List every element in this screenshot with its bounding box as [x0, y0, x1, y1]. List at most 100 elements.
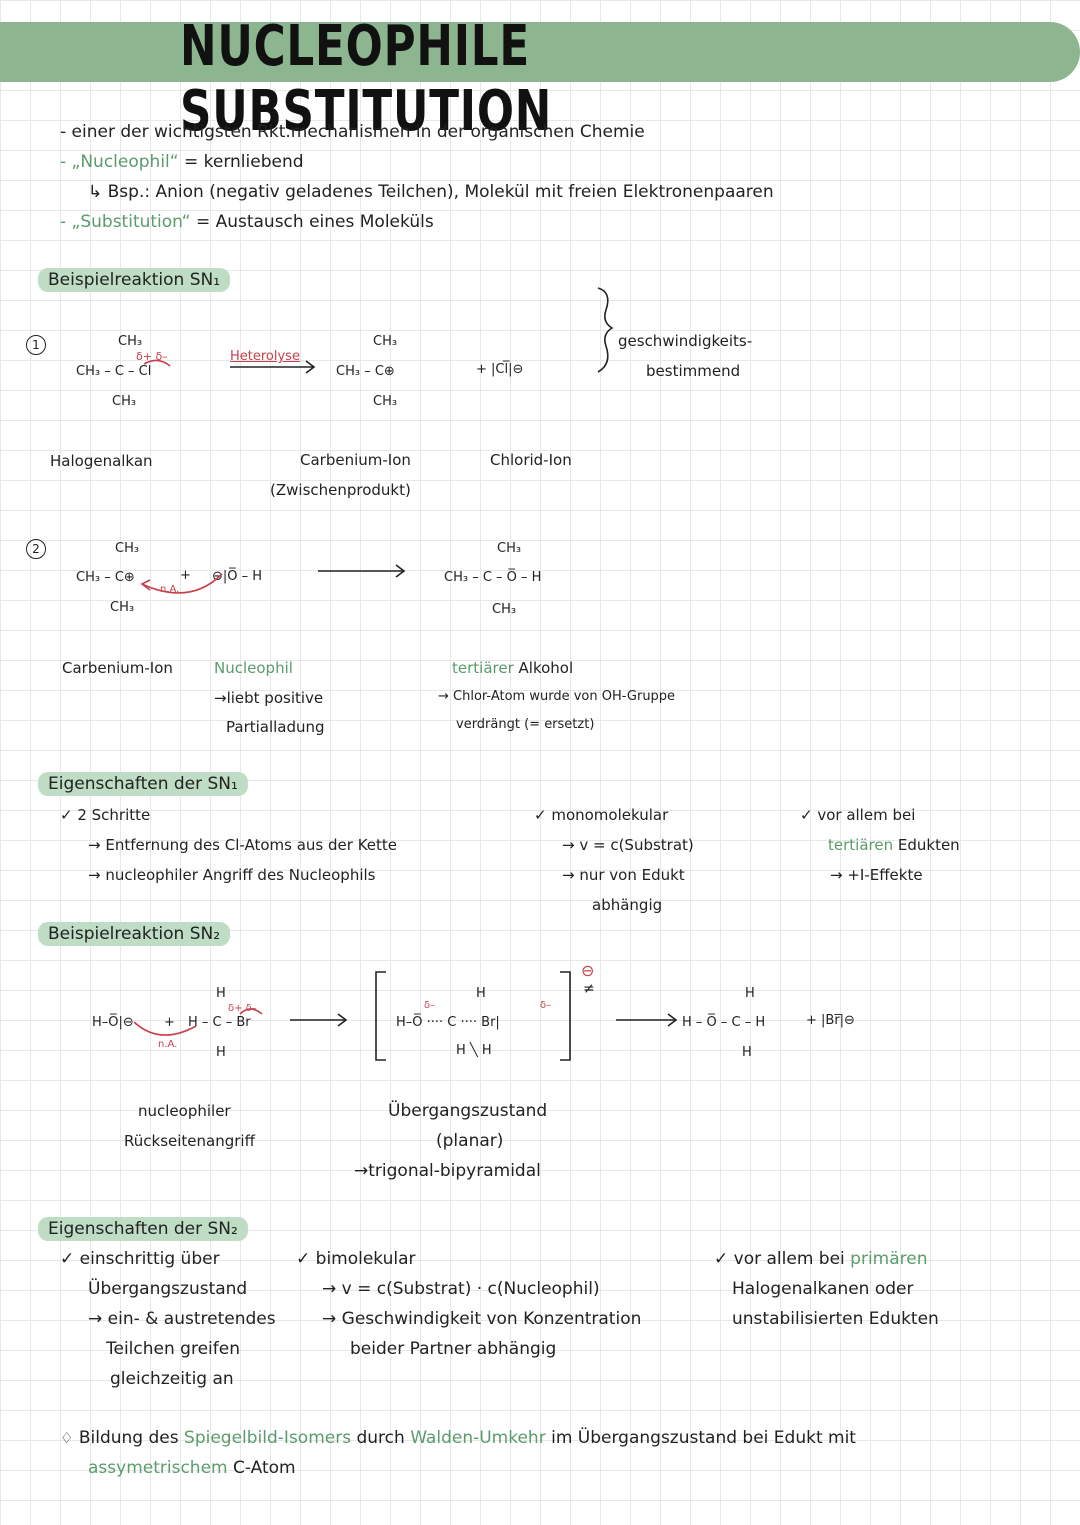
c2-main: CH₃ – C⊕: [76, 570, 135, 585]
sn1-prop-rate: → v = c(Substrat): [562, 836, 694, 854]
footer-text-1: Bildung des: [78, 1428, 179, 1448]
sn2-prop-b1: ✓ bimolekular: [296, 1249, 416, 1269]
footer-text-4: C-Atom: [233, 1458, 296, 1478]
label-carbenium-ion-2: Carbenium-Ion: [62, 659, 173, 677]
sn2-prop-c3: unstabilisierten Edukten: [732, 1309, 939, 1329]
label-planar: (planar): [436, 1131, 504, 1151]
r1-ch3-bottom: CH₃: [112, 394, 137, 409]
c2-ch3-bottom: CH₃: [110, 600, 135, 615]
intro-line-2: - „Nucleophil“ = kernliebend: [60, 152, 304, 172]
title-banner: [0, 22, 1080, 82]
sn1-prop-abhaengig: abhängig: [592, 896, 663, 914]
r1-main-chain: CH₃ – C – Cl: [76, 364, 152, 379]
intro-line-3: ↳ Bsp.: Anion (negativ geladenes Teilche…: [88, 182, 774, 202]
term-assymetrisch: assymetrischem: [88, 1458, 228, 1478]
props-sn2-heading: Eigenschaften der SN₂: [38, 1217, 248, 1241]
sn1-prop-tertiaer: tertiären Edukten: [828, 836, 960, 854]
product-ch3-top: CH₃: [497, 541, 522, 556]
label-zwischenprodukt: (Zwischenprodukt): [270, 481, 411, 499]
intro-line-1: - einer der wichtigsten Rkt.mechanismen …: [60, 122, 645, 142]
term-spiegelbild: Spiegelbild-Isomers: [184, 1428, 352, 1448]
label-trigonal-bipyramidal: →trigonal-bipyramidal: [354, 1161, 541, 1181]
def-nucleophil: = kernliebend: [184, 152, 304, 172]
sn2-arrow-1-head: [337, 1013, 348, 1027]
step2-plus: +: [180, 568, 191, 583]
sn1-prop-edukt: → nur von Edukt: [562, 866, 685, 884]
label-verdraengt: verdrängt (= ersetzt): [456, 717, 595, 732]
heterolyse-arrowhead: [305, 360, 316, 374]
sn2-prod-h-top: H: [745, 986, 755, 1001]
sn2-prop-a2: Übergangszustand: [88, 1279, 248, 1299]
intro-line-4: - „Substitution“ = Austausch eines Molek…: [60, 212, 434, 232]
sn2-product: H – O̅ – C – H: [682, 1015, 766, 1030]
footer-text-2: durch: [356, 1428, 405, 1448]
term-primaeren: primären: [850, 1249, 928, 1269]
label-carbenium-ion: Carbenium-Ion: [300, 451, 411, 469]
term-nucleophil: - „Nucleophil“: [60, 152, 179, 172]
ts-bracket-right: [560, 971, 571, 1061]
sn2-substrate: H – C – Br: [188, 1015, 251, 1030]
r1-partial-charges: δ+ δ–: [136, 350, 168, 363]
ts-dagger: ≠: [583, 981, 595, 997]
sn2-na-label: n.A.: [158, 1039, 178, 1050]
footer-text-3: im Übergangszustand bei Edukt mit: [551, 1428, 856, 1448]
label-tertiaerer-alkohol: tertiärer Alkohol: [452, 659, 573, 677]
label-chlorid-ion: Chlorid-Ion: [490, 451, 572, 469]
step2-attack-arrowhead: [140, 579, 151, 591]
label-rueckseitenangriff: Rückseitenangriff: [124, 1132, 255, 1150]
product-main: CH₃ – C – O̅ – H: [444, 570, 542, 585]
sn2-attack-arrow: [133, 1021, 197, 1036]
label-halogenalkan: Halogenalkan: [50, 452, 153, 470]
step-2-marker: 2: [26, 539, 46, 559]
ts-delta-1: δ–: [424, 1000, 436, 1011]
sn1-prop-step-a: → Entfernung des Cl-Atoms aus der Kette: [88, 836, 398, 854]
c1-main: CH₃ – C⊕: [336, 364, 395, 379]
sn2-prop-a1: ✓ einschrittig über: [60, 1249, 220, 1269]
sn2-prop-a3: → ein- & austretendes: [88, 1309, 276, 1329]
label-uebergangszustand: Übergangszustand: [388, 1101, 548, 1121]
term-tertiaeren: tertiären: [828, 836, 894, 854]
hydroxide-nucleophile: ⊖|O̅ – H: [212, 569, 263, 584]
sn2-prop-c1-text: ✓ vor allem bei: [714, 1249, 845, 1269]
sn2-heading: Beispielreaktion SN₂: [38, 922, 231, 946]
bulb-icon: ♢: [60, 1429, 74, 1447]
c2-ch3-top: CH₃: [115, 541, 140, 556]
product-ch3-bottom: CH₃: [492, 602, 517, 617]
sn2-sub-charges: δ+ δ–: [228, 1003, 257, 1014]
heterolyse-label: Heterolyse: [230, 349, 300, 364]
rate-determining-2: bestimmend: [646, 362, 741, 380]
ts-delta-2: δ–: [540, 1000, 552, 1011]
sn1-heading: Beispielreaktion SN₁: [38, 268, 231, 292]
step2-attack-arrow: [141, 573, 223, 594]
term-substitution: - „Substitution“: [60, 212, 191, 232]
footer-line-1: ♢ Bildung des Spiegelbild-Isomers durch …: [60, 1428, 856, 1448]
label-partialladung: Partialladung: [226, 718, 325, 736]
step2-na-label: n.A.: [160, 584, 180, 595]
sn2-sub-h-bottom: H: [216, 1045, 226, 1060]
ts-h-top: H: [476, 986, 486, 1001]
sn2-plus: +: [164, 1015, 175, 1030]
chloride-ion: + |Cl̅|⊖: [476, 362, 524, 377]
ts-h-bottom: H ╲ H: [456, 1043, 492, 1058]
sn1-prop-steps: ✓ 2 Schritte: [60, 806, 151, 824]
page-title: NUCLEOPHILE SUBSTITUTION: [180, 14, 553, 144]
rate-determining-1: geschwindigkeits-: [618, 332, 753, 350]
step2-arrowhead: [395, 564, 406, 578]
term-tertiaerer: tertiärer: [452, 659, 514, 677]
def-substitution: = Austausch eines Moleküls: [195, 212, 434, 232]
sn2-sub-h-top: H: [216, 986, 226, 1001]
sn2-hydroxide: H–O̅|⊖: [92, 1015, 134, 1030]
sn2-prod-h-bottom: H: [742, 1045, 752, 1060]
sn2-prop-b3: → Geschwindigkeit von Konzentration: [322, 1309, 642, 1329]
footer-line-2: assymetrischem C-Atom: [88, 1458, 296, 1478]
sn1-prop-step-b: → nucleophiler Angriff des Nucleophils: [88, 866, 376, 884]
ts-bracket-left: [375, 971, 386, 1061]
sn2-prop-c1: ✓ vor allem bei primären: [714, 1249, 928, 1269]
label-nucleophil: Nucleophil: [214, 659, 293, 677]
sn1-prop-i-effekte: → +I-Effekte: [830, 866, 923, 884]
sn1-prop-vor-allem: ✓ vor allem bei: [800, 806, 916, 824]
label-nucleophiler: nucleophiler: [138, 1102, 231, 1120]
c1-ch3-top: CH₃: [373, 334, 398, 349]
r1-electron-arrow: [143, 359, 171, 367]
